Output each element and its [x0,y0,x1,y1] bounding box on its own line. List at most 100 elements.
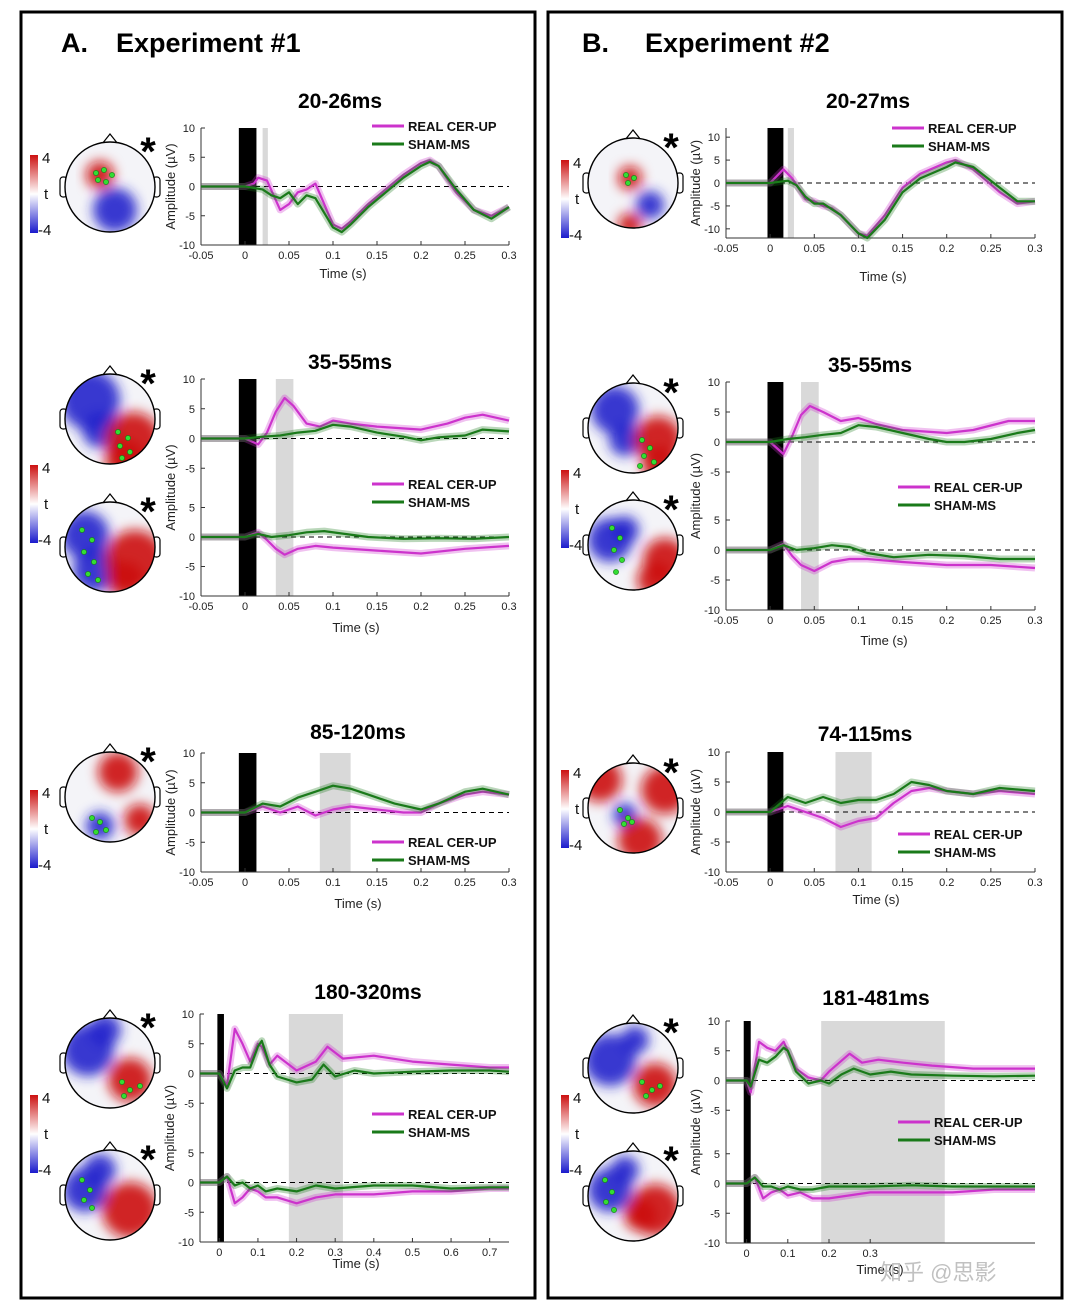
legend-entry: REAL CER-UP [928,121,1017,136]
colorbar-gradient [30,155,38,233]
y-tick-label: -5 [710,1208,720,1220]
scalp-outline [587,1022,679,1114]
electrode-dot [85,571,91,577]
electrode-dot [127,449,133,455]
y-axis-label: Amplitude (µV) [162,1085,177,1171]
y-tick-label: -10 [704,867,720,879]
significance-star: * [663,1011,679,1055]
scalp-topomap-4: * [59,1006,161,1109]
colorbar-7: 4t-4 [561,1090,582,1179]
y-tick-label: 0 [714,1076,720,1088]
legend-entry: SHAM-MS [934,845,996,860]
scalp-map [588,1026,677,1107]
positive-blob [102,1182,155,1238]
scalp-topomap-2: * [59,490,161,593]
significance-star: * [140,1006,156,1050]
series-line-2 [200,1175,509,1205]
y-tick-label: 10 [182,1009,194,1021]
scalp-map [65,1018,152,1102]
electrode-dot [95,177,101,183]
y-axis-label: Amplitude (µV) [163,444,178,530]
x-tick-label: 0.2 [939,615,954,627]
x-axis-label: Time (s) [319,266,366,281]
series-line-3 [726,1176,1035,1191]
y-tick-label: 10 [708,132,720,144]
electrode-dot [629,819,635,825]
electrode-dot [609,1189,615,1195]
scalp-topomap-9: * [582,751,684,854]
colorbar-3: 4t-4 [30,1090,51,1179]
significance-star: * [663,751,679,795]
colorbar-min-label: -4 [569,1162,582,1179]
electrode-dot [81,549,87,555]
panel-a-title: Experiment #1 [116,28,301,58]
scalp-outline [64,1149,156,1241]
y-tick-label: 5 [714,1149,720,1161]
electrode-dot [87,1187,93,1193]
x-tick-label: 0 [242,877,248,889]
significance-star: * [663,488,679,532]
colorbar-1: 4t-4 [30,460,51,549]
x-tick-label: 0.1 [325,250,340,262]
y-tick-label: 5 [714,407,720,419]
electrode-dot [117,443,123,449]
legend-entry: REAL CER-UP [934,827,1023,842]
colorbar-variable-label: t [44,186,49,203]
legend-entry: REAL CER-UP [934,480,1023,495]
scalp-outline [587,762,679,854]
electrode-dot [625,180,631,186]
chart-title: 35-55ms [828,354,912,377]
electrode-dot [119,455,125,461]
electrode-dot [602,1177,608,1183]
series-line-1 [200,1039,510,1090]
colorbar-gradient [30,465,38,543]
series-line-1 [201,160,510,234]
y-tick-label: -10 [179,591,195,603]
scalp-topomap-7: * [582,371,684,474]
x-tick-label: 0.15 [892,615,913,627]
chart-title: 180-320ms [314,981,421,1004]
colorbar-max-label: 4 [573,465,581,482]
chart-title: 20-27ms [826,90,910,113]
x-tick-label: 0.25 [980,877,1001,889]
series-line-1 [726,161,1035,240]
electrode-dot [623,172,629,178]
electrode-dot [619,557,625,563]
positive-blob [588,763,622,802]
colorbar-6: 4t-4 [561,765,582,854]
y-tick-label: -5 [710,467,720,479]
y-tick-label: 0 [714,807,720,819]
series-line-2 [726,542,1036,573]
negative-blob [84,1154,116,1186]
scalp-outline [64,1017,156,1109]
colorbar-min-label: -4 [38,857,51,874]
y-tick-label: 5 [189,778,195,790]
electrode-dot [641,453,647,459]
colorbar-max-label: 4 [573,155,581,172]
series-line-3 [200,1175,509,1193]
x-tick-label: 0.05 [804,877,825,889]
x-axis-label: Time (s) [334,896,381,911]
y-tick-label: -10 [704,224,720,236]
electrode-dot [109,172,115,178]
x-tick-label: 0 [242,250,248,262]
x-tick-label: 0.2 [939,877,954,889]
colorbar-5: 4t-4 [561,465,582,554]
y-tick-label: 5 [714,777,720,789]
scalp-outline [64,501,156,593]
y-tick-label: 0 [188,1178,194,1190]
negative-blob [591,386,639,434]
stim-artifact-bar [217,1014,224,1242]
negative-blob [611,1156,639,1184]
scalp-outline [64,373,156,465]
x-axis-label: Time (s) [860,633,907,648]
colorbar-min-label: -4 [569,537,582,554]
scalp-outline [587,382,679,474]
colorbar-variable-label: t [575,1126,580,1143]
colorbar-max-label: 4 [573,765,581,782]
scalp-outline [64,751,156,843]
x-axis-label: Time (s) [332,1256,379,1271]
y-axis-label: Amplitude (µV) [688,769,703,855]
